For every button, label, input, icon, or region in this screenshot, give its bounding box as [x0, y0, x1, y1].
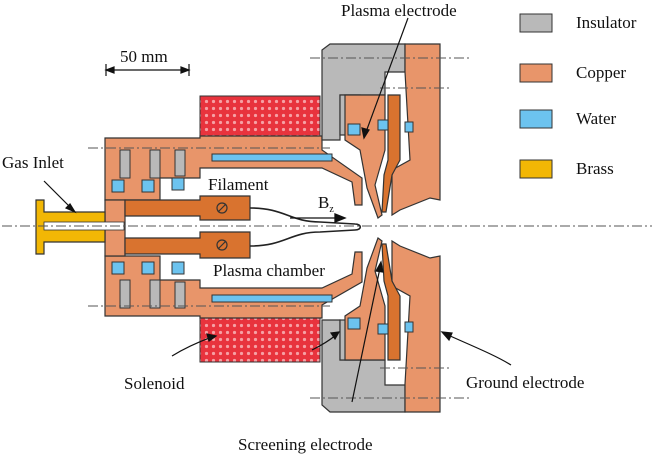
- plasma-electrode-label: Plasma electrode: [341, 1, 457, 20]
- field-label: Bz: [318, 193, 334, 215]
- filament-wire: [249, 207, 362, 247]
- plasma-chamber-label: Plasma chamber: [213, 261, 325, 280]
- scale-bar-label: 50 mm: [120, 47, 168, 66]
- feedthrough-screws: [216, 202, 228, 251]
- ground-electrode: [391, 43, 441, 413]
- legend-label-copper: Copper: [576, 63, 626, 82]
- screening-electrode: [381, 94, 401, 361]
- solenoid-label: Solenoid: [124, 374, 185, 393]
- screening-electrode-label: Screening electrode: [238, 435, 373, 454]
- legend-swatch-brass: [519, 159, 553, 179]
- solenoid-coil-top: [199, 95, 321, 137]
- electrode-water: [347, 119, 414, 335]
- water-channels: [111, 153, 333, 303]
- legend-label-brass: Brass: [576, 159, 614, 178]
- field-arrow: [290, 213, 347, 223]
- gas-inlet-label: Gas Inlet: [2, 153, 64, 172]
- field-symbol: B: [318, 193, 329, 212]
- axis-lines: [2, 57, 652, 399]
- filament-feedthroughs: [124, 195, 251, 259]
- field-subscript: z: [329, 204, 334, 215]
- leader-lines: [43, 17, 512, 403]
- copper-body: [104, 135, 363, 319]
- legend-swatch-water: [519, 109, 553, 129]
- legend: Insulator Copper Water Brass: [519, 13, 637, 179]
- scale-bar: [104, 64, 191, 76]
- insulator-pieces-body: [119, 149, 186, 309]
- legend-label-insulator: Insulator: [576, 13, 637, 32]
- legend-swatch-copper: [519, 63, 553, 83]
- solenoid-coil-bottom: [199, 317, 321, 363]
- ground-electrode-label: Ground electrode: [466, 373, 584, 392]
- filament-label: Filament: [208, 175, 269, 194]
- legend-label-water: Water: [576, 109, 616, 128]
- legend-swatch-insulator: [519, 13, 553, 33]
